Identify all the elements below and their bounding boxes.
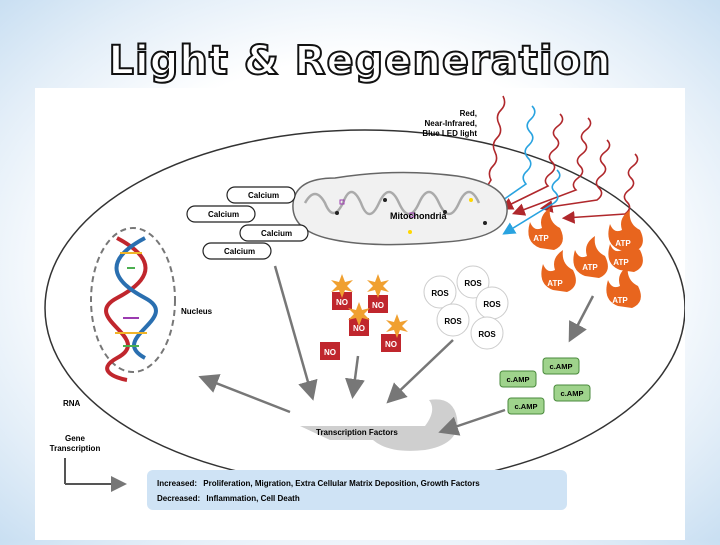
no-label: NO [324, 348, 336, 357]
camp-label: c.AMP [507, 375, 530, 384]
atp-label: ATP [613, 258, 629, 267]
atp-label: ATP [612, 296, 628, 305]
gene-label-line-1: Gene [65, 434, 86, 443]
camp-group [499, 357, 591, 415]
atp-label: ATP [533, 234, 549, 243]
light-wave-blue [502, 169, 561, 235]
calcium-label: Calcium [248, 191, 279, 200]
camp-label: c.AMP [550, 362, 573, 371]
no-label: NO [336, 298, 348, 307]
no-canisters [320, 274, 408, 360]
ros-label: ROS [431, 289, 449, 298]
calcium-group [186, 186, 309, 260]
atp-label: ATP [547, 279, 563, 288]
ros-bubbles [423, 265, 509, 350]
decreased-label: Decreased: [157, 494, 200, 503]
light-wave-red [539, 139, 611, 213]
light-rays [477, 95, 639, 235]
ros-label: ROS [478, 330, 496, 339]
camp-label: c.AMP [561, 389, 584, 398]
diagram-figure: Red, Near-Infrared, Blue LED light Mitoc… [35, 88, 686, 540]
no-label: NO [372, 301, 384, 310]
light-wave-red [561, 153, 639, 224]
atp-label: ATP [615, 239, 631, 248]
calcium-label: Calcium [224, 247, 255, 256]
mitochondria-label: Mitochondria [390, 211, 447, 221]
ros-label: ROS [444, 317, 462, 326]
atp-label: ATP [582, 263, 598, 272]
outcomes-decreased: Decreased: Inflammation, Cell Death [157, 494, 300, 503]
increased-text: Proliferation, Migration, Extra Cellular… [203, 479, 480, 488]
atp-flames [528, 208, 643, 308]
outcomes-box [147, 470, 567, 510]
outcomes-increased: Increased: Proliferation, Migration, Ext… [157, 479, 480, 488]
nucleus-label: Nucleus [181, 307, 213, 316]
ros-label: ROS [483, 300, 501, 309]
ros-label: ROS [464, 279, 482, 288]
light-wave-blue [477, 105, 536, 218]
no-label: NO [385, 340, 397, 349]
light-wave-red [478, 95, 506, 201]
camp-label: c.AMP [515, 402, 538, 411]
transcription-factors-label: Transcription Factors [316, 428, 398, 437]
mitochondrion [292, 171, 508, 246]
light-label-line-2: Near-Infrared, [425, 119, 477, 128]
transcription-factors-shape [300, 399, 458, 451]
light-wave-red [500, 113, 564, 210]
nucleus [90, 227, 176, 373]
slide-title: Light & Regeneration [108, 37, 612, 85]
increased-label: Increased: [157, 479, 197, 488]
pathway-arrows [198, 265, 595, 436]
light-wave-red [512, 117, 592, 216]
calcium-label: Calcium [208, 210, 239, 219]
light-label-line-3: Blue LED light [422, 129, 477, 138]
diagram-svg: Red, Near-Infrared, Blue LED light Mitoc… [44, 95, 686, 510]
rna-label: RNA [63, 399, 81, 408]
decreased-text: Inflammation, Cell Death [206, 494, 299, 503]
gene-label-line-2: Transcription [50, 444, 101, 453]
light-label-line-1: Red, [460, 109, 477, 118]
dna-helix [104, 236, 158, 382]
calcium-label: Calcium [261, 229, 292, 238]
no-label: NO [353, 324, 365, 333]
